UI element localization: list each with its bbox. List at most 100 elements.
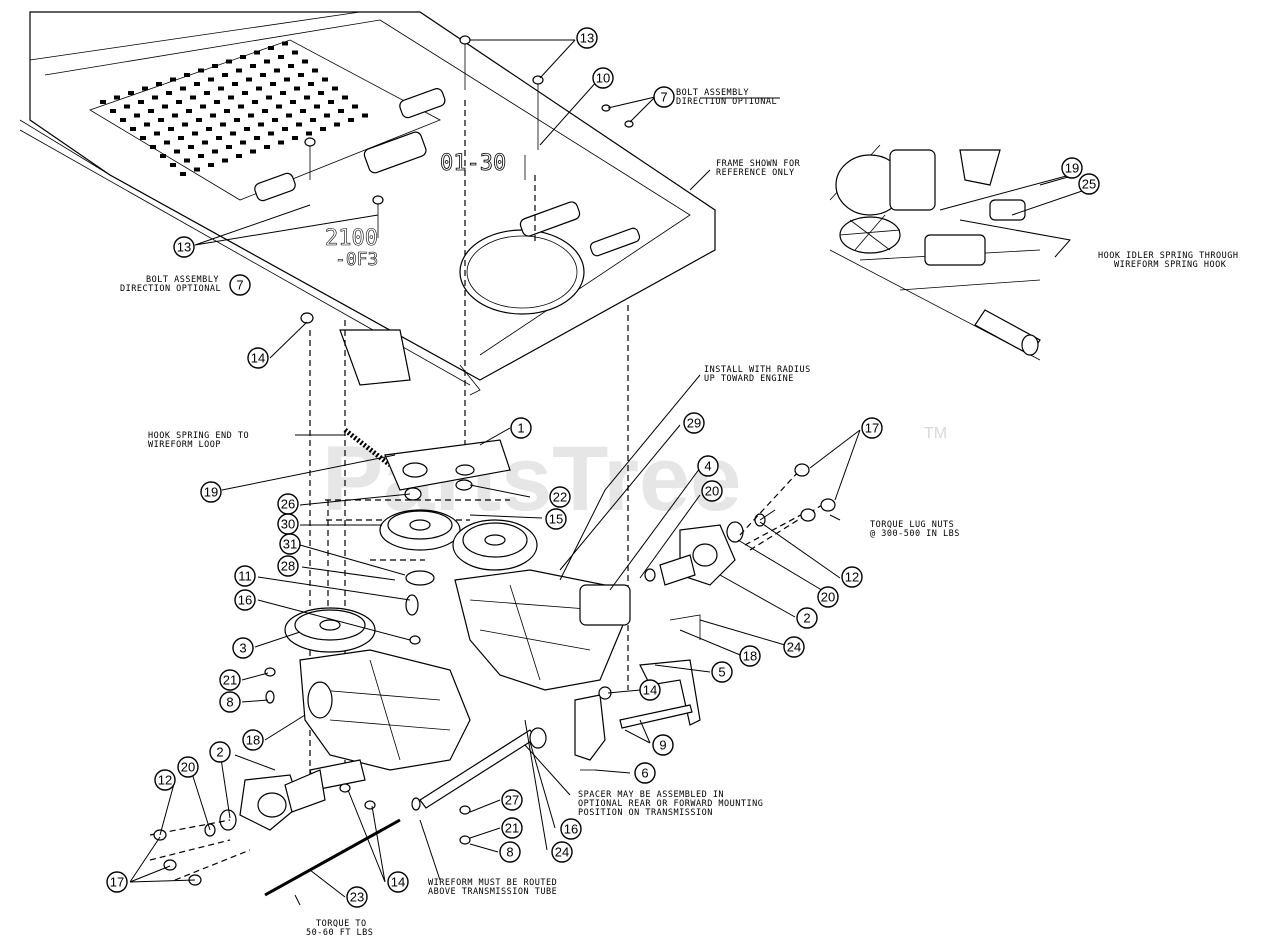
callout-16: 16	[234, 589, 256, 611]
perforation-hole	[100, 100, 106, 104]
perforation-hole	[162, 104, 168, 109]
perforation-hole	[128, 91, 134, 95]
note-hook-1: HOOK SPRING END TO	[148, 431, 249, 441]
callout-27: 27	[501, 789, 523, 811]
svg-text:25: 25	[1082, 177, 1096, 192]
svg-text:3: 3	[239, 641, 246, 656]
callout-16: 16	[560, 818, 582, 840]
perforation-hole	[226, 145, 232, 149]
callout-3: 3	[232, 637, 254, 659]
perforation-hole	[194, 82, 200, 86]
svg-text:16: 16	[238, 593, 252, 608]
perforation-hole	[268, 131, 274, 136]
perforation-hole	[170, 77, 176, 82]
perforation-hole	[196, 118, 202, 122]
perforation-hole	[184, 73, 190, 77]
perforation-hole	[180, 86, 186, 91]
perforation-hole	[268, 46, 274, 50]
inset-drawing	[827, 144, 1071, 361]
perforation-hole	[190, 95, 196, 100]
perforation-hole	[182, 122, 188, 127]
perforation-hole	[166, 91, 172, 95]
perforation-hole	[214, 100, 220, 104]
note-radius-1: INSTALL WITH RADIUS	[704, 365, 811, 375]
callouts: 13 10 7 13 7 14 19 25 29 1 4 20 17 19 26…	[106, 27, 1100, 908]
perforation-hole	[306, 131, 312, 136]
note-torque-lug-2: @ 300-500 IN LBS	[870, 529, 960, 539]
perforation-hole	[302, 59, 308, 64]
perforation-hole	[254, 50, 260, 55]
perforation-hole	[262, 109, 268, 113]
callout-8: 8	[499, 841, 521, 863]
callout-30: 30	[277, 513, 299, 535]
note-torque-ft-2: 50-60 FT LBS	[306, 928, 373, 938]
callout-18: 18	[739, 645, 761, 667]
perforation-hole	[264, 145, 270, 149]
perforation-hole	[124, 104, 130, 109]
note-wireform-1: WIREFORM MUST BE ROUTED	[428, 878, 557, 888]
perforation-hole	[144, 122, 150, 127]
svg-text:27: 27	[505, 793, 519, 808]
callout-4: 4	[697, 455, 719, 477]
perforation-hole	[208, 77, 214, 82]
perforation-hole	[272, 118, 278, 122]
svg-text:14: 14	[391, 875, 405, 890]
callout-20: 20	[177, 756, 199, 778]
callout-14: 14	[639, 679, 661, 701]
svg-text:14: 14	[643, 683, 657, 698]
callout-22: 22	[549, 486, 571, 508]
perforation-hole	[176, 100, 182, 104]
perforation-hole	[158, 118, 164, 122]
perforation-hole	[304, 95, 310, 100]
perforation-hole	[156, 82, 162, 86]
perforation-hole	[338, 109, 344, 113]
svg-text:14: 14	[251, 351, 265, 366]
svg-text:13: 13	[177, 240, 191, 255]
left-hub	[149, 769, 326, 886]
perforation-hole	[194, 167, 200, 172]
callout-26: 26	[277, 493, 299, 515]
perforation-hole	[114, 95, 120, 100]
note-frame-2: REFERENCE ONLY	[716, 168, 795, 178]
callout-2: 2	[209, 741, 231, 763]
perforation-hole	[250, 149, 256, 154]
perforation-hole	[352, 104, 358, 109]
svg-text:8: 8	[226, 695, 233, 710]
perforation-hole	[318, 91, 324, 95]
perforation-hole	[110, 109, 116, 113]
svg-text:13: 13	[580, 31, 594, 46]
watermark: PartsTree TM	[322, 425, 947, 530]
callout-18: 18	[242, 729, 264, 751]
callout-9: 9	[652, 734, 674, 756]
perforation-hole	[238, 104, 244, 109]
callout-8: 8	[219, 691, 241, 713]
perforation-hole	[222, 73, 228, 77]
perforation-hole	[246, 77, 252, 82]
callout-21: 21	[501, 817, 523, 839]
perforation-hole	[308, 82, 314, 86]
callout-19: 19	[1061, 157, 1083, 179]
perforation-hole	[140, 136, 146, 140]
callout-24: 24	[551, 841, 573, 863]
perforation-hole	[180, 172, 186, 176]
note-idler-2: WIREFORM SPRING HOOK	[1114, 260, 1227, 270]
perforation-hole	[250, 64, 256, 68]
svg-text:24: 24	[787, 640, 801, 655]
frame-drawing: 01-30 2100 -0F3	[19, 11, 716, 396]
note-bolt-top-1: BOLT ASSEMBLY	[676, 88, 749, 98]
transmission-assembly	[149, 35, 836, 897]
perforation-hole	[270, 82, 276, 86]
svg-text:29: 29	[687, 416, 701, 431]
callout-31: 31	[279, 533, 301, 555]
perforation-hole	[208, 163, 214, 167]
svg-text:18: 18	[743, 649, 757, 664]
perforation-hole	[324, 113, 330, 118]
frame-perforations	[100, 41, 368, 176]
svg-text:20: 20	[181, 760, 195, 775]
perforation-hole	[178, 136, 184, 140]
perforation-hole	[204, 91, 210, 95]
perforation-hole	[258, 122, 264, 127]
callout-13: 13	[173, 236, 195, 258]
perforation-hole	[236, 68, 242, 73]
callout-20: 20	[817, 586, 839, 608]
